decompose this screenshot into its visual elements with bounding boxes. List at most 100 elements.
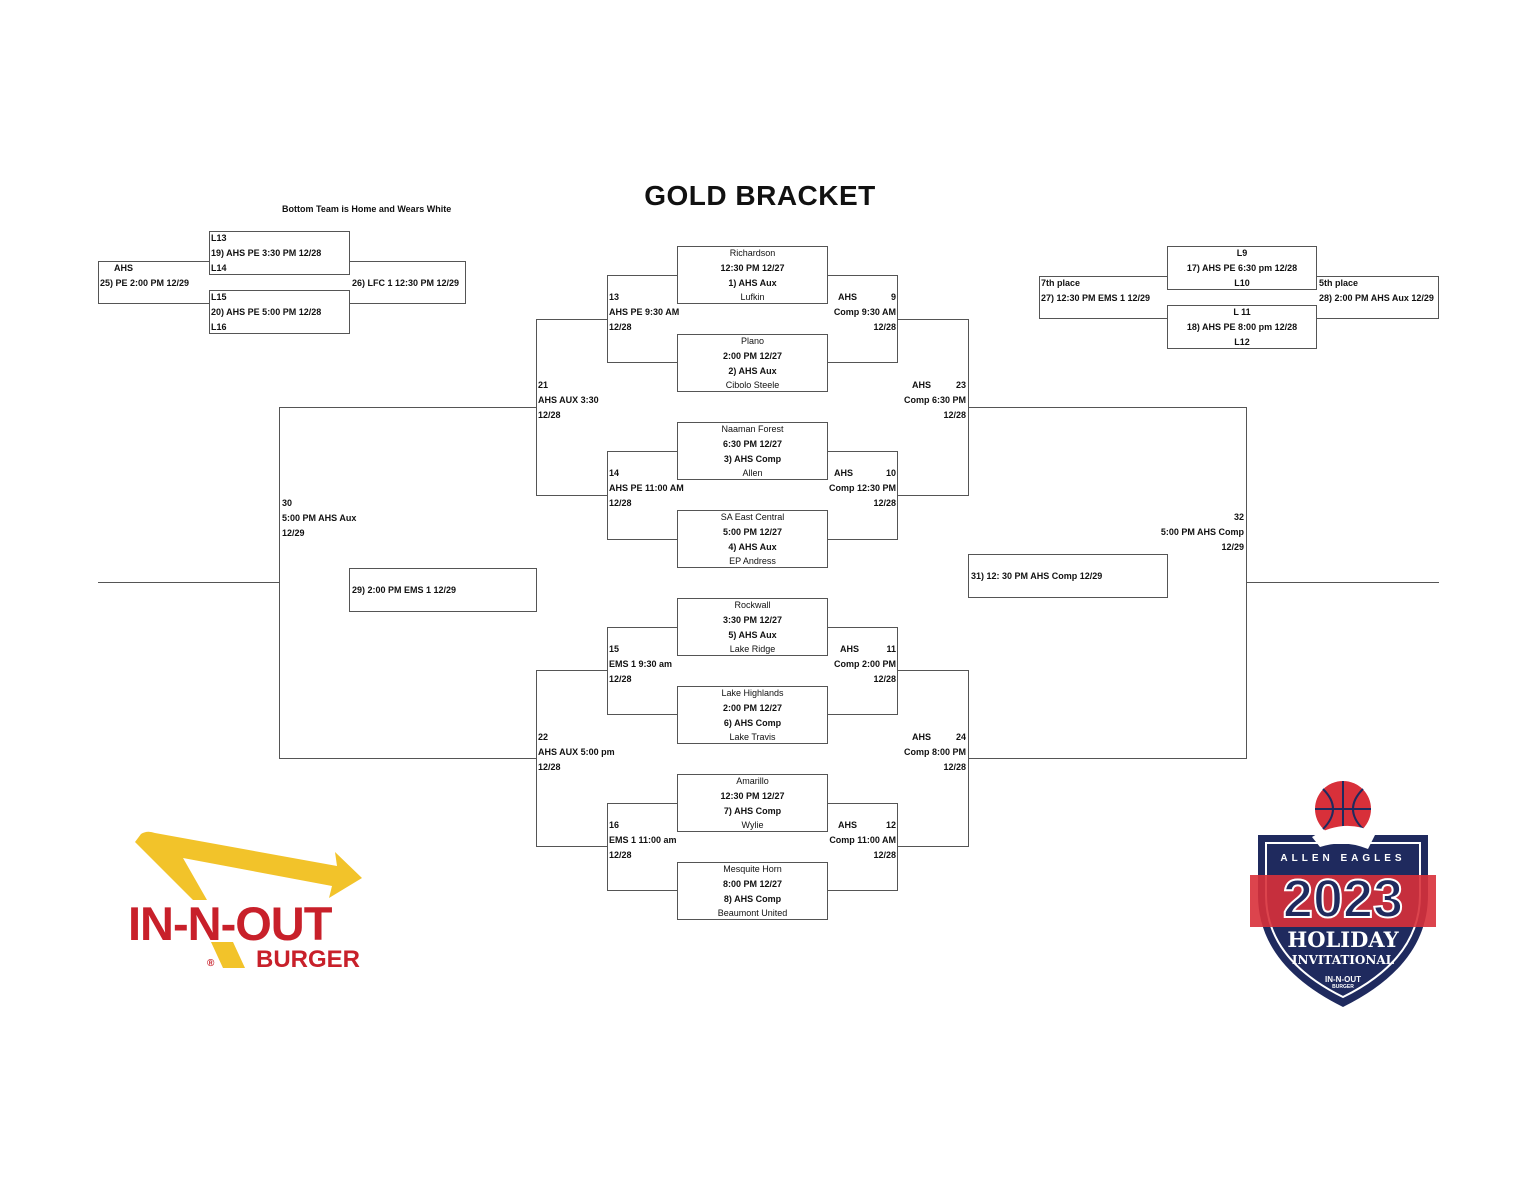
game-32-place: 5:00 PM AHS Comp	[1160, 527, 1244, 537]
game-18-top: L 11	[1233, 307, 1251, 317]
line	[279, 407, 280, 759]
line	[1246, 407, 1247, 759]
game-12-site: AHS	[838, 820, 858, 830]
game-5-bottom-team: Lake Ridge	[729, 644, 776, 654]
line	[607, 451, 677, 452]
line	[968, 407, 1247, 408]
game-5-top-team: Rockwall	[734, 600, 771, 610]
game-2-bottom-team: Cibolo Steele	[725, 380, 780, 390]
game-1-bottom-team: Lufkin	[740, 292, 765, 302]
game-10-num: 10	[885, 468, 896, 478]
line	[279, 407, 536, 408]
game-6-time: 2:00 PM 12/27	[722, 703, 783, 713]
line	[607, 362, 677, 363]
game-31-label: 31) 12: 30 PM AHS Comp 12/29	[971, 571, 1103, 581]
game-2-box	[677, 334, 828, 392]
game-28-label: 28) 2:00 PM AHS Aux 12/29	[1319, 293, 1434, 303]
game-7-top-team: Amarillo	[736, 776, 769, 786]
game-16-num: 16	[609, 820, 620, 830]
game-25-box	[98, 261, 210, 304]
game-19-top: L13	[211, 233, 227, 243]
game-9-num: 9	[890, 292, 896, 302]
line	[828, 451, 898, 452]
game-2-time: 2:00 PM 12/27	[722, 351, 783, 361]
game-4-bottom-team: EP Andress	[729, 556, 776, 566]
game-8-label: 8) AHS Comp	[723, 894, 782, 904]
game-26-label: 26) LFC 1 12:30 PM 12/29	[352, 278, 460, 288]
game-4-top-team: SA East Central	[720, 512, 785, 522]
game-22-place: AHS AUX 5:00 pm	[538, 747, 615, 757]
game-2-top-team: Plano	[740, 336, 765, 346]
game-19-box	[209, 231, 350, 275]
game-24-date: 12/28	[943, 762, 966, 772]
line	[828, 890, 898, 891]
game-18-bottom: L12	[1234, 337, 1250, 347]
game-27-label: 27) 12:30 PM EMS 1 12/29	[1041, 293, 1151, 303]
game-23-date: 12/28	[943, 410, 966, 420]
game-20-top: L15	[211, 292, 227, 302]
line	[536, 495, 607, 496]
game-24-site: AHS	[912, 732, 932, 742]
game-12-date: 12/28	[873, 850, 896, 860]
game-22-num: 22	[538, 732, 549, 742]
game-8-top-team: Mesquite Horn	[723, 864, 782, 874]
game-11-date: 12/28	[873, 674, 896, 684]
game-6-top-team: Lake Highlands	[721, 688, 784, 698]
game-8-box	[677, 862, 828, 920]
game-32-num: 32	[1233, 512, 1244, 522]
game-10-site: AHS	[834, 468, 854, 478]
game-3-time: 6:30 PM 12/27	[722, 439, 783, 449]
line	[607, 714, 677, 715]
year-text: 2023	[1282, 869, 1404, 929]
innout-burger-text: BURGER	[256, 946, 361, 973]
game-23-num: 23	[955, 380, 966, 390]
invitational-text: INVITATIONAL	[1291, 953, 1395, 967]
game-2-label: 2) AHS Aux	[728, 366, 777, 376]
game-23-site: AHS	[912, 380, 932, 390]
game-28-box	[1316, 276, 1439, 319]
line	[536, 846, 607, 847]
line	[828, 275, 898, 276]
game-15-place: EMS 1 9:30 am	[609, 659, 673, 669]
game-4-box	[677, 510, 828, 568]
line	[1246, 582, 1439, 583]
game-25-label: 25) PE 2:00 PM 12/29	[100, 278, 190, 288]
line	[98, 582, 279, 583]
sponsor-text: IN-N-OUT	[1325, 975, 1361, 984]
line	[607, 627, 608, 715]
game-4-label: 4) AHS Aux	[728, 542, 777, 552]
game-3-top-team: Naaman Forest	[721, 424, 784, 434]
game-3-bottom-team: Allen	[742, 468, 763, 478]
game-3-box	[677, 422, 828, 480]
game-1-top-team: Richardson	[729, 248, 776, 258]
game-5-box	[677, 598, 828, 656]
holiday-text: HOLIDAY	[1287, 927, 1399, 952]
game-9-site: AHS	[838, 292, 858, 302]
game-9-date: 12/28	[873, 322, 896, 332]
game-19-label: 19) AHS PE 3:30 PM 12/28	[211, 248, 322, 258]
innout-logo: IN-N-OUT BURGER ®	[125, 830, 375, 975]
game-20-bottom: L16	[211, 322, 227, 332]
game-29-label: 29) 2:00 PM EMS 1 12/29	[352, 585, 457, 595]
line	[968, 758, 1247, 759]
game-14-num: 14	[609, 468, 620, 478]
game-32-date: 12/29	[1221, 542, 1244, 552]
game-23-place: Comp 6:30 PM	[903, 395, 966, 405]
game-29-box	[349, 568, 537, 612]
line	[897, 319, 968, 320]
game-28-place: 5th place	[1319, 278, 1359, 288]
innout-arrow-icon	[135, 831, 362, 968]
game-30-date: 12/29	[282, 528, 305, 538]
game-26-box	[349, 261, 466, 304]
game-24-num: 24	[955, 732, 966, 742]
game-12-place: Comp 11:00 AM	[829, 835, 896, 845]
line	[607, 803, 608, 891]
game-1-label: 1) AHS Aux	[728, 278, 777, 288]
game-21-num: 21	[538, 380, 549, 390]
game-17-box	[1167, 246, 1317, 290]
game-1-box	[677, 246, 828, 304]
game-16-place: EMS 1 11:00 am	[609, 835, 677, 845]
sponsor-burger-text: BURGER	[1332, 984, 1354, 990]
game-10-date: 12/28	[873, 498, 896, 508]
game-6-label: 6) AHS Comp	[723, 718, 782, 728]
